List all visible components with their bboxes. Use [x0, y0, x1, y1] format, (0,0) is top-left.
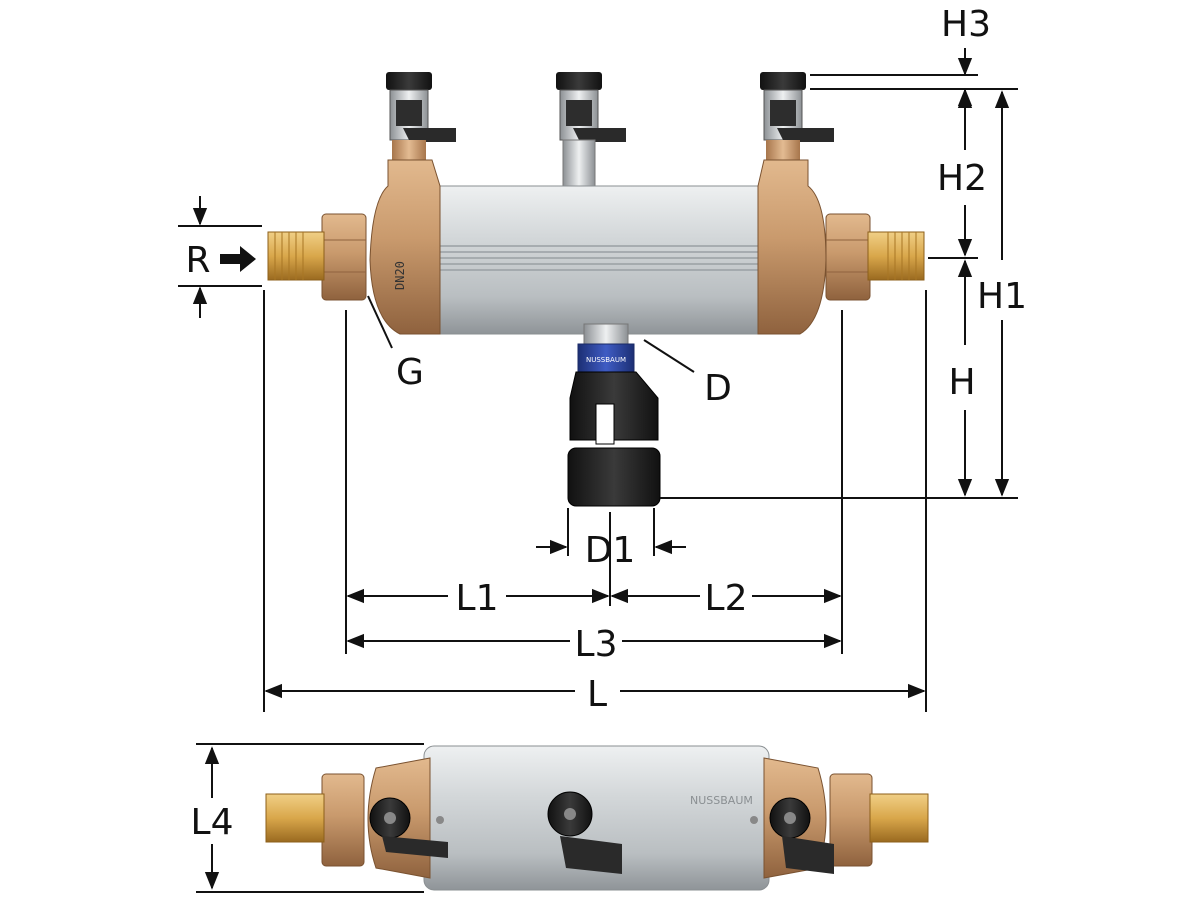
drain-assembly: NUSSBAUM [567, 323, 661, 507]
test-valve-left [386, 72, 456, 160]
label-L4: L4 [191, 802, 234, 843]
label-L2: L2 [705, 578, 748, 619]
test-valve-right [760, 72, 834, 160]
housing-left [369, 159, 441, 335]
label-L3: L3 [575, 624, 618, 665]
label-H1: H1 [977, 276, 1027, 317]
label-L: L [587, 674, 607, 715]
label-H2: H2 [937, 158, 987, 199]
label-H3: H3 [941, 4, 991, 45]
front-view: DN20 [267, 72, 925, 507]
label-D: D [704, 368, 732, 409]
cylinder-body [424, 185, 771, 335]
test-valve-center [556, 72, 626, 191]
top-valve-center [547, 791, 622, 874]
top-valve-left [369, 797, 448, 858]
collar-text: NUSSBAUM [586, 356, 626, 364]
cylinder-grooves [430, 245, 765, 271]
label-R: R [185, 240, 210, 281]
body-engraving: DN20 [393, 261, 407, 290]
top-valve-right [769, 797, 834, 874]
label-L1: L1 [456, 578, 499, 619]
housing-right [757, 159, 827, 335]
top-view: NUSSBAUM [265, 745, 929, 891]
dimension-lines [178, 48, 1018, 893]
label-G: G [396, 352, 424, 393]
label-D1: D1 [585, 530, 636, 571]
top-view-text: NUSSBAUM [690, 794, 753, 807]
union-left [267, 213, 367, 301]
flow-direction-arrow-icon [220, 246, 256, 272]
dimension-labels: H3 H2 H1 H R G D D1 L1 L2 L3 L L4 [185, 4, 1027, 843]
label-H: H [948, 362, 975, 403]
union-right [825, 213, 925, 301]
